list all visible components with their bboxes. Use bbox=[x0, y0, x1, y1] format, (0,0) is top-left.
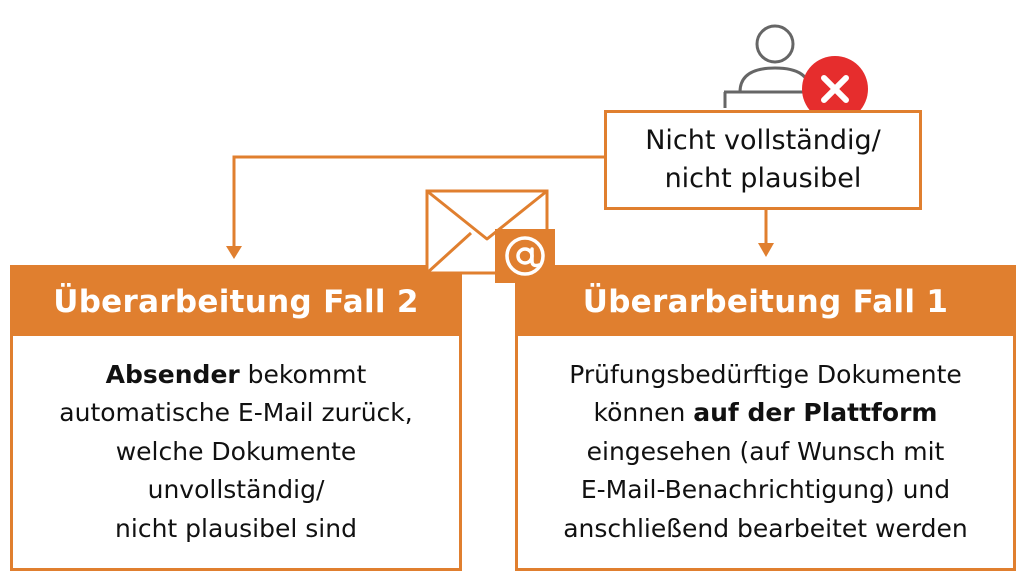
case-1-bold-platform: auf der Plattform bbox=[693, 398, 938, 428]
status-line-1: Nicht vollständig/ bbox=[645, 125, 881, 156]
case-2-title: Überarbeitung Fall 2 bbox=[13, 268, 459, 336]
case-2-line-1: Absender bekommt bbox=[106, 356, 367, 395]
arrowhead-case2 bbox=[226, 246, 242, 259]
case-1-line-4: E-Mail-Benachrichtigung) und bbox=[580, 475, 951, 505]
case-1-title: Überarbeitung Fall 1 bbox=[518, 268, 1013, 336]
case-1-box: Überarbeitung Fall 1 Prüfungsbedürftige … bbox=[515, 265, 1016, 571]
case-1-body: Prüfungsbedürftige Dokumente können auf … bbox=[518, 336, 1013, 568]
email-at-icon bbox=[425, 189, 555, 283]
case-1-line-3: eingesehen (auf Wunsch mit bbox=[586, 436, 945, 466]
case-2-line-5: nicht plausibel sind bbox=[115, 513, 357, 543]
case-2-line-3: welche Dokumente bbox=[115, 436, 357, 466]
status-box: Nicht vollständig/ nicht plausibel bbox=[604, 110, 922, 210]
arrowhead-case1 bbox=[758, 243, 774, 257]
case-2-bold-sender: Absender bbox=[105, 359, 240, 389]
case-1-line-2: können auf der Plattform bbox=[594, 394, 938, 433]
case-2-line-4: unvollständig/ bbox=[147, 475, 325, 505]
user-icon bbox=[723, 24, 812, 108]
case-2-body: Absender bekommt automatische E-Mail zur… bbox=[13, 336, 459, 568]
arrow-to-case2 bbox=[232, 155, 604, 248]
case-2-box: Überarbeitung Fall 2 Absender bekommt au… bbox=[10, 265, 462, 571]
case-1-line-5: anschließend bearbeitet werden bbox=[563, 513, 968, 543]
case-1-line-1: Prüfungsbedürftige Dokumente bbox=[569, 359, 962, 389]
case-2-line-1-rest: bekommt bbox=[239, 359, 367, 389]
case-1-line-2-pre: können bbox=[593, 398, 694, 428]
case-2-line-2: automatische E-Mail zurück, bbox=[59, 398, 413, 428]
close-icon bbox=[821, 75, 849, 103]
status-line-2: nicht plausibel bbox=[664, 163, 862, 194]
